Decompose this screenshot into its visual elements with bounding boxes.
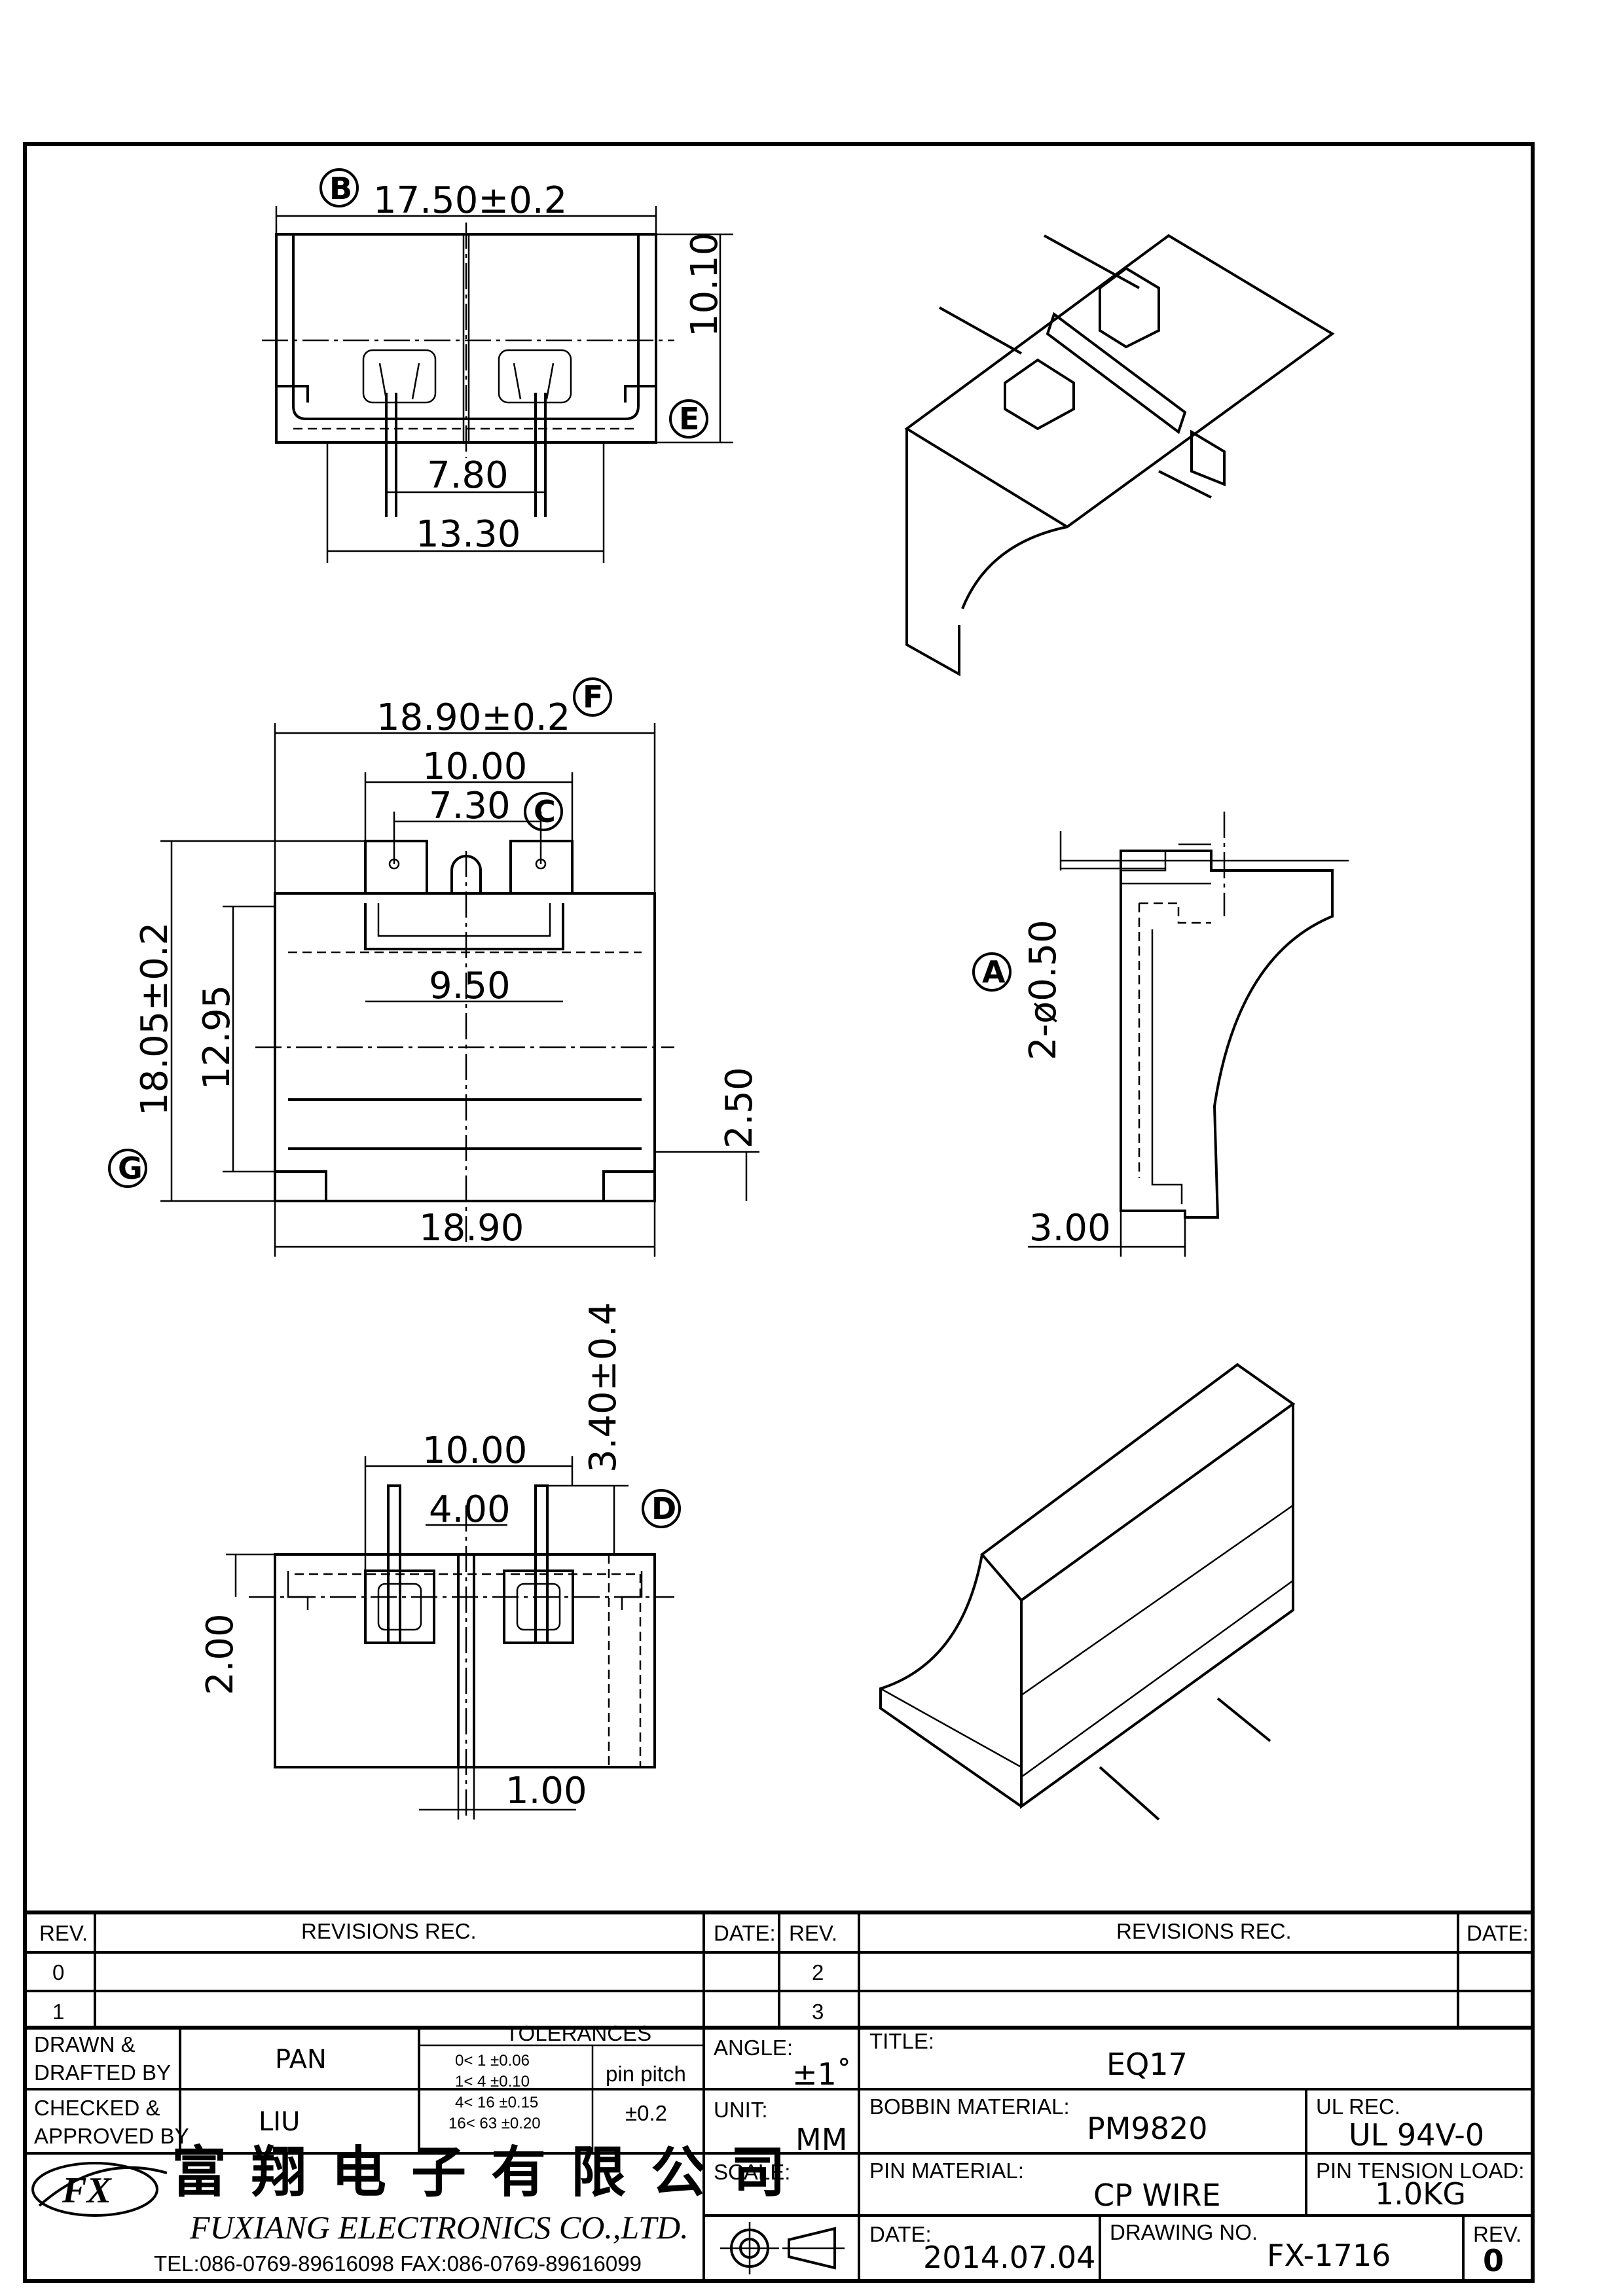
company-contact: TEL:086-0769-89616098 FAX:086-0769-89616… bbox=[154, 2251, 642, 2276]
isometric-view-bottom bbox=[879, 1363, 1296, 1821]
dim-flange: 10.00 bbox=[422, 1429, 527, 1472]
marker-f: F bbox=[573, 677, 612, 717]
bottom-view: 3.40±0.4 10.00 4.00 2.00 1.00 bbox=[199, 1302, 674, 1820]
date-value: 2014.07.04 bbox=[923, 2240, 1095, 2275]
dim-height: 10.10 bbox=[684, 232, 726, 337]
pin-pitch-value: ±0.2 bbox=[625, 2101, 667, 2125]
svg-text:A: A bbox=[982, 954, 1006, 990]
dim-foot: 2.50 bbox=[718, 1067, 761, 1149]
tolerance-row-2: 4< 16 ±0.15 bbox=[455, 2094, 538, 2111]
rev-header-left: REV. bbox=[39, 1921, 88, 1945]
ul-label: UL REC. bbox=[1316, 2094, 1400, 2119]
dim-flange: 10.00 bbox=[422, 745, 527, 788]
rev-value: 0 bbox=[1483, 2243, 1504, 2278]
sheet-border bbox=[23, 142, 1535, 2283]
checked-label-2: APPROVED BY bbox=[34, 2124, 189, 2148]
bobbin-value: PM9820 bbox=[1087, 2111, 1208, 2146]
dim-pin-pitch: 7.30 bbox=[429, 785, 511, 827]
company-name-cn: 富翔电子有限公司 bbox=[172, 2140, 811, 2204]
drawn-by: PAN bbox=[275, 2045, 327, 2075]
date-header-left: DATE: bbox=[714, 1921, 776, 1945]
pin-material-value: CP WIRE bbox=[1093, 2178, 1221, 2213]
unit-value: MM bbox=[795, 2122, 847, 2157]
drawn-label-2: DRAFTED BY bbox=[34, 2060, 171, 2085]
svg-text:C: C bbox=[534, 794, 556, 829]
dim-width-tol: 18.90±0.2 bbox=[376, 696, 570, 739]
checked-label-1: CHECKED & bbox=[34, 2096, 160, 2120]
dim-inner-height: 12.95 bbox=[196, 985, 238, 1090]
dim-width: 18.90 bbox=[419, 1207, 524, 1249]
marker-c: C bbox=[524, 792, 563, 831]
drawing-no-label: DRAWING NO. bbox=[1110, 2220, 1258, 2244]
angle-label: ANGLE: bbox=[714, 2036, 793, 2060]
revisions-header-right: REVISIONS REC. bbox=[1116, 1919, 1292, 1943]
svg-text:G: G bbox=[118, 1151, 143, 1186]
side-view: 2-ø0.50 3.00 bbox=[1022, 812, 1349, 1257]
dim-core: 4.00 bbox=[429, 1488, 511, 1531]
dim-base: 13.30 bbox=[416, 513, 520, 556]
drawing-no-value: FX-1716 bbox=[1267, 2238, 1391, 2273]
revisions-header-left: REVISIONS REC. bbox=[301, 1919, 477, 1943]
tolerance-row-0: 0< 1 ±0.06 bbox=[455, 2052, 530, 2070]
pin-tension-value: 1.0KG bbox=[1375, 2176, 1466, 2212]
ul-value: UL 94V-0 bbox=[1349, 2117, 1484, 2153]
tolerances-title: TOLERANCES bbox=[505, 2021, 651, 2045]
dim-height-tol: 18.05±0.2 bbox=[134, 922, 176, 1116]
pin-pitch-label: pin pitch bbox=[606, 2062, 686, 2086]
title-label: TITLE: bbox=[869, 2029, 934, 2053]
checked-by: LIU bbox=[259, 2107, 300, 2137]
title-block: REV. REVISIONS REC. DATE: REV. REVISIONS… bbox=[25, 1910, 1533, 2281]
marker-a: A bbox=[972, 952, 1012, 992]
rev-row-3: 3 bbox=[812, 2000, 824, 2024]
bobbin-label: BOBBIN MATERIAL: bbox=[869, 2094, 1070, 2119]
svg-text:D: D bbox=[651, 1491, 676, 1526]
pin-material-label: PIN MATERIAL: bbox=[869, 2159, 1024, 2183]
rev-label: REV. bbox=[1473, 2222, 1522, 2246]
projection-symbol bbox=[720, 2222, 845, 2274]
dim-width: 17.50±0.2 bbox=[373, 179, 567, 222]
company-logo: FX bbox=[31, 2162, 168, 2217]
svg-text:E: E bbox=[679, 401, 699, 437]
title-value: EQ17 bbox=[1106, 2047, 1188, 2082]
company-name-en: FUXIANG ELECTRONICS CO.,LTD. bbox=[189, 2209, 689, 2246]
marker-e: E bbox=[669, 399, 708, 439]
marker-g: G bbox=[108, 1149, 147, 1188]
tolerance-row-1: 1< 4 ±0.10 bbox=[455, 2073, 530, 2090]
dim-pin-len: 3.40±0.4 bbox=[582, 1302, 625, 1473]
dim-pin-dia: 2-ø0.50 bbox=[1022, 920, 1065, 1060]
dim-slot: 1.00 bbox=[505, 1770, 587, 1812]
front-view: 18.90±0.2 10.00 7.30 9.50 18.05±0.2 12.9… bbox=[134, 696, 761, 1257]
top-view: 17.50±0.2 10.10 7.80 13.30 bbox=[262, 179, 733, 563]
dim-step: 2.00 bbox=[199, 1613, 242, 1695]
svg-text:B: B bbox=[329, 171, 352, 206]
rev-row-0: 0 bbox=[52, 1960, 64, 1984]
date-label: DATE: bbox=[869, 2222, 932, 2246]
marker-b: B bbox=[319, 168, 359, 207]
rev-row-2: 2 bbox=[812, 1960, 824, 1984]
svg-text:FX: FX bbox=[62, 2170, 112, 2211]
dim-thickness: 3.00 bbox=[1029, 1207, 1111, 1249]
date-header-right: DATE: bbox=[1467, 1921, 1529, 1945]
drawn-label-1: DRAWN & bbox=[34, 2032, 136, 2056]
angle-value: ±1˚ bbox=[792, 2056, 852, 2092]
scale-label: SCALE: bbox=[714, 2160, 790, 2184]
unit-label: UNIT: bbox=[714, 2098, 768, 2122]
tolerance-row-3: 16< 63 ±0.20 bbox=[448, 2115, 541, 2132]
svg-text:F: F bbox=[583, 679, 603, 715]
dim-pin-inner: 7.80 bbox=[427, 454, 509, 497]
marker-d: D bbox=[642, 1489, 681, 1528]
pin-tension-label: PIN TENSION LOAD: bbox=[1316, 2159, 1524, 2183]
rev-header-right: REV. bbox=[789, 1921, 837, 1945]
dim-slot: 9.50 bbox=[429, 965, 511, 1007]
rev-row-1: 1 bbox=[52, 2000, 64, 2024]
isometric-view-top bbox=[904, 234, 1335, 677]
